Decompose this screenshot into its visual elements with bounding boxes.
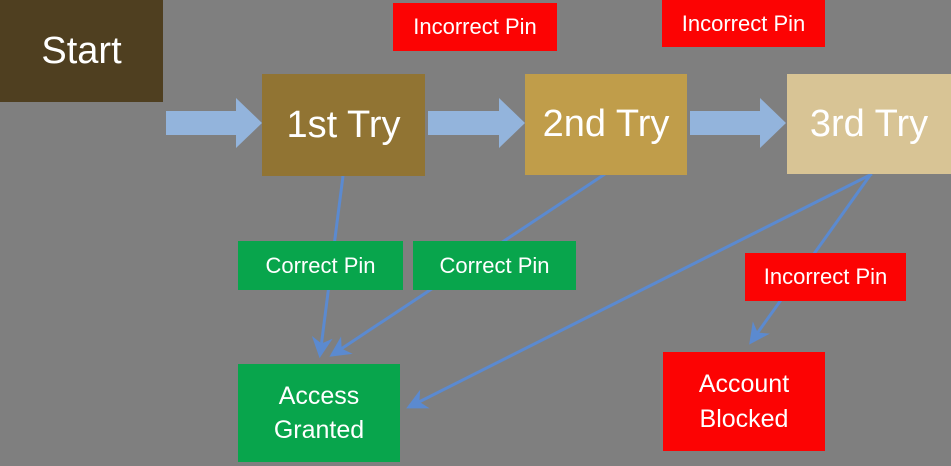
label-correct-pin-try1: Correct Pin — [238, 241, 403, 290]
label-incorrect-pin-try1: Incorrect Pin — [393, 3, 557, 51]
flow-arrow-start-to-try1-icon — [166, 98, 262, 148]
label-correct-pin-try2-text: Correct Pin — [439, 252, 550, 278]
label-incorrect-pin-try2-text: Incorrect Pin — [681, 10, 806, 36]
node-second-try: 2nd Try — [525, 74, 687, 175]
label-incorrect-pin-try3-text: Incorrect Pin — [763, 264, 888, 289]
label-correct-pin-try1-text: Correct Pin — [265, 252, 376, 278]
node-start: Start — [0, 0, 163, 102]
node-first-try: 1st Try — [262, 74, 425, 176]
label-incorrect-pin-try2: Incorrect Pin — [662, 0, 825, 47]
node-access-granted: Access Granted — [238, 364, 400, 462]
node-account-blocked-line2: Blocked — [699, 404, 789, 433]
node-second-try-label: 2nd Try — [542, 103, 670, 145]
node-start-label: Start — [41, 29, 122, 72]
node-access-granted-line2: Granted — [273, 416, 365, 444]
label-correct-pin-try2: Correct Pin — [413, 241, 576, 290]
label-incorrect-pin-try3: Incorrect Pin — [745, 253, 906, 301]
connector-try3-to-access-granted — [406, 172, 873, 409]
node-third-try-label: 3rd Try — [809, 102, 929, 145]
flow-arrow-try2-to-try3-icon — [690, 98, 786, 148]
node-third-try: 3rd Try — [787, 74, 951, 174]
node-account-blocked: Account Blocked — [663, 352, 825, 451]
label-incorrect-pin-try1-text: Incorrect Pin — [413, 14, 537, 39]
flow-arrow-try1-to-try2-icon — [428, 98, 525, 148]
node-access-granted-line1: Access — [278, 381, 360, 410]
node-account-blocked-line1: Account — [698, 370, 790, 398]
node-first-try-label: 1st Try — [286, 103, 401, 146]
